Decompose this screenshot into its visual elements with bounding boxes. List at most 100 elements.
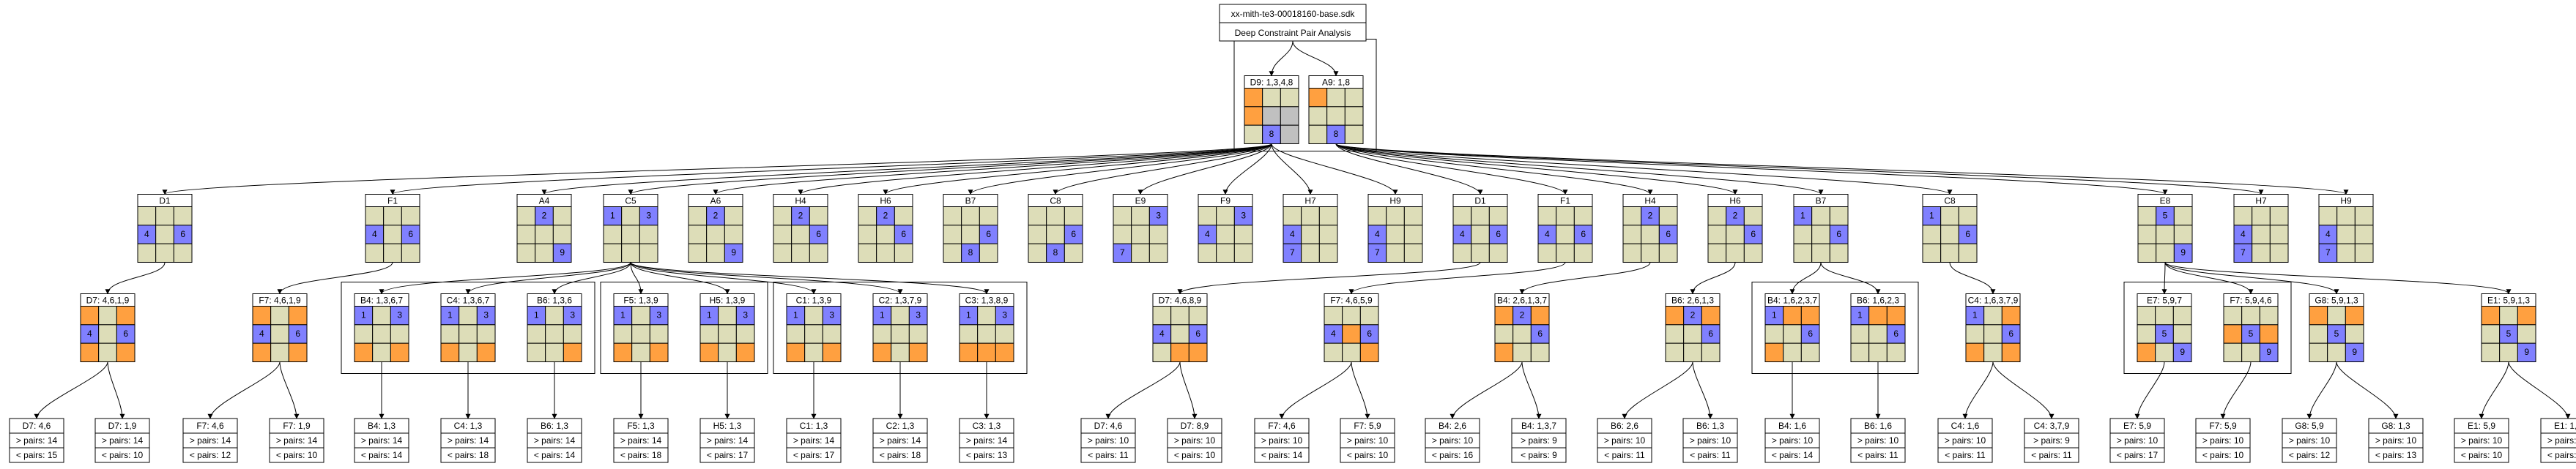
grid-cell <box>1829 225 1849 244</box>
cell-digit: 5 <box>2163 211 2168 221</box>
edge <box>1622 361 1693 419</box>
leaf-label: E1: 5,9 <box>2468 421 2495 431</box>
leaf-frame <box>2454 418 2509 463</box>
grid-cell <box>1471 206 1490 226</box>
cell-digit: 4 <box>144 229 149 239</box>
leaf-frame <box>959 418 1014 463</box>
edge <box>1335 143 2168 195</box>
grid-cell <box>2173 243 2193 263</box>
grid-cell <box>1344 88 1364 108</box>
leaf-node: C2: 1,3> pairs: 14< pairs: 18 <box>872 418 928 463</box>
grid-cell <box>516 206 536 226</box>
grid-cell <box>2345 306 2364 326</box>
grid-cell <box>1064 243 1083 263</box>
grid-cell <box>2481 306 2501 326</box>
grid-cell <box>1318 243 1338 263</box>
grid-cell <box>2259 306 2279 326</box>
grid-cell <box>1170 306 1189 326</box>
leaf-frame <box>2282 418 2337 463</box>
edges <box>34 40 2571 419</box>
grid-cell <box>563 306 582 326</box>
grid-cell <box>1868 324 1888 344</box>
cell-digit: 2 <box>883 211 888 221</box>
grid-cell <box>2345 342 2364 362</box>
edge <box>279 361 300 419</box>
grid-cell <box>718 324 737 344</box>
grid-cell <box>1283 243 1302 263</box>
grid-cell <box>1148 225 1168 244</box>
grid-cell <box>1573 206 1593 226</box>
grid-cell <box>908 342 928 362</box>
cell-digit: 7 <box>2326 247 2331 258</box>
grid-cell <box>1488 243 1508 263</box>
grid-cell <box>1283 206 1302 226</box>
grid-cell <box>1471 225 1490 244</box>
grid-cell <box>1198 206 1217 226</box>
cell-digit: 7 <box>1375 247 1380 258</box>
grid-cell <box>1983 342 2002 362</box>
header-subtitle: Deep Constraint Pair Analysis <box>1235 28 1351 38</box>
edge <box>1335 143 1483 195</box>
grid-cell <box>1965 306 1985 326</box>
grid-cell <box>1556 206 1575 226</box>
leaf-l1: > pairs: 14 <box>448 435 489 446</box>
grid-cell <box>288 324 308 344</box>
leaf-l1: > pairs: 9 <box>2033 435 2070 446</box>
edge <box>1105 361 1181 419</box>
grid-cell <box>773 225 793 244</box>
leaf-l2: < pairs: 10 <box>2461 450 2503 460</box>
leaf-node: D7: 4,6> pairs: 14< pairs: 15 <box>9 418 64 463</box>
edge <box>277 262 393 295</box>
grid-cell <box>1829 206 1849 226</box>
leaf-l2: < pairs: 10 <box>1347 450 1389 460</box>
grid-cell <box>1403 225 1423 244</box>
grid-cell <box>1148 206 1168 226</box>
edge <box>1992 361 2055 419</box>
leaf-label: D7: 8,9 <box>1181 421 1209 431</box>
leaf-frame <box>2109 418 2165 463</box>
leaf-frame <box>1511 418 1567 463</box>
grid-cell <box>155 225 174 244</box>
cell-digit: 6 <box>1836 229 1841 239</box>
grid-cell <box>1324 306 1343 326</box>
grid-cell <box>2481 342 2501 362</box>
grid-cell <box>2252 225 2271 244</box>
grid-cell <box>2155 324 2174 344</box>
leaf-frame <box>1682 418 1738 463</box>
cell-digit: 1 <box>707 310 712 320</box>
leaf-node: F7: 5,9> pairs: 10< pairs: 10 <box>2195 418 2251 463</box>
cell-digit: 3 <box>646 211 651 221</box>
grid-cell <box>791 243 810 263</box>
leaf-l2: < pairs: 12 <box>190 450 231 460</box>
grid-cell <box>1850 324 1870 344</box>
grid-cell <box>1233 243 1253 263</box>
cell-digit: 1 <box>448 310 453 320</box>
edge <box>2306 361 2337 419</box>
cell-digit: 8 <box>1269 129 1274 139</box>
grid-node: G8: 5,9,1,359 <box>2309 293 2364 362</box>
grid-cell <box>1244 88 1263 108</box>
grid-cell <box>1868 306 1888 326</box>
grid-cell <box>1152 324 1172 344</box>
grid-cell <box>688 225 708 244</box>
cell-digit: 4 <box>1545 229 1550 239</box>
grid-cell <box>1940 206 1959 226</box>
leaf-node: G8: 5,9> pairs: 10< pairs: 12 <box>2282 418 2337 463</box>
grid-cell <box>2137 243 2157 263</box>
cell-digit: 9 <box>2524 347 2529 357</box>
grid-cell <box>2137 342 2156 362</box>
grid-cell <box>2173 225 2193 244</box>
grid-cell <box>1850 342 1870 362</box>
grid-cell <box>2137 206 2157 226</box>
grid-cell <box>1573 243 1593 263</box>
grid-cell <box>1965 324 1985 344</box>
leaf-node: C4: 1,6> pairs: 10< pairs: 11 <box>1937 418 1993 463</box>
leaf-l1: > pairs: 10 <box>2375 435 2417 446</box>
grid-cell <box>1793 206 1813 226</box>
leaf-l2: < pairs: 13 <box>966 450 1008 460</box>
grid-cell <box>155 206 174 226</box>
grid-cell <box>516 243 536 263</box>
grid-cell <box>155 243 174 263</box>
